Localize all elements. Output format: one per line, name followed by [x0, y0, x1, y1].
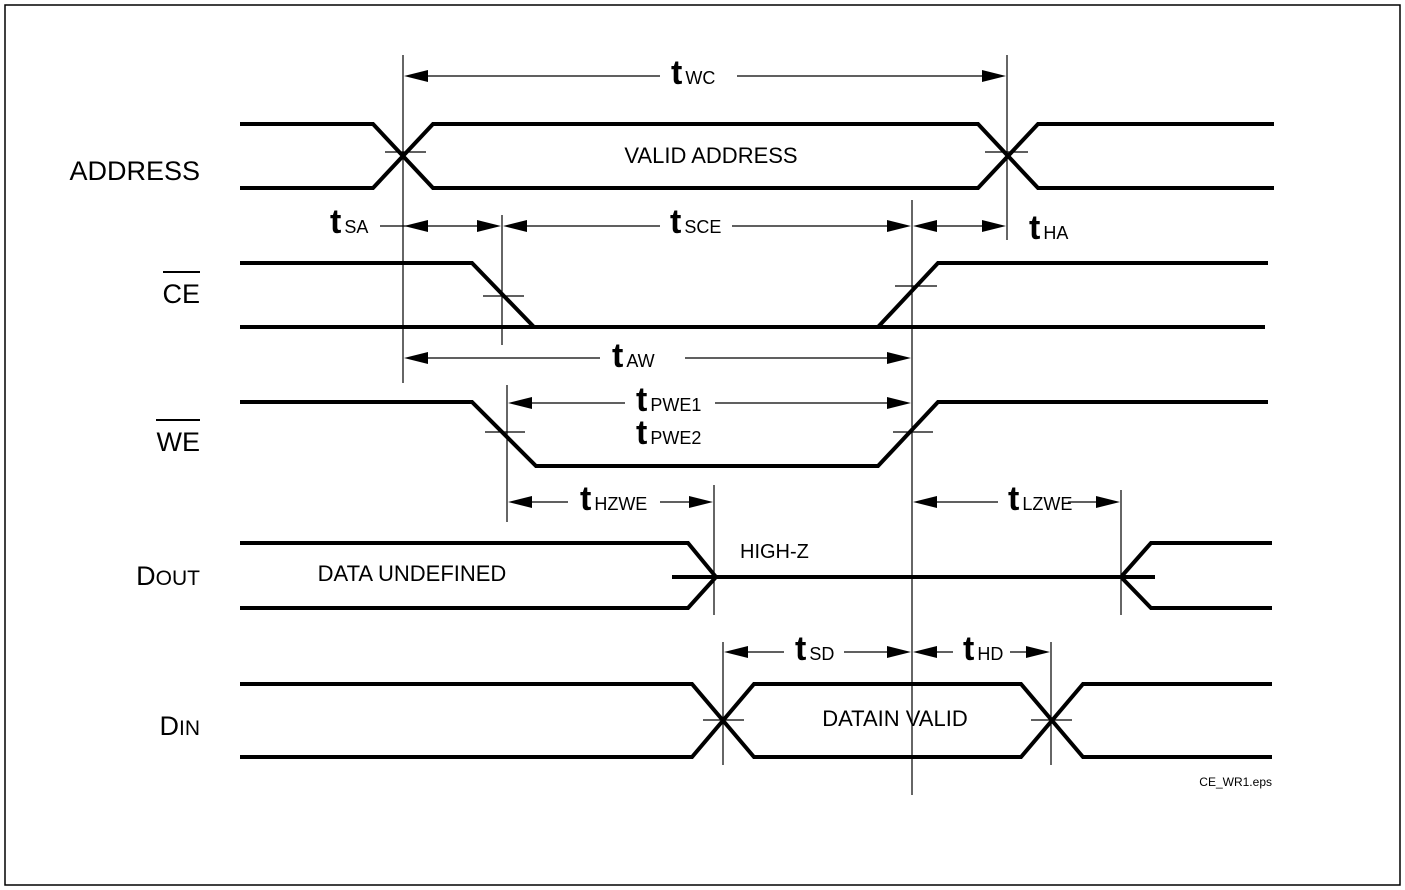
timing-arrow-tsce [503, 220, 911, 232]
timing-arrow-tlzwe [913, 496, 1120, 508]
signal-label-address: ADDRESS [69, 156, 200, 186]
timing-arrow-tha [913, 220, 1006, 232]
diagram-frame [4, 4, 1401, 886]
signal-label-we: WE [157, 427, 201, 457]
high-z-label: HIGH-Z [740, 541, 809, 563]
data-undefined-label: DATA UNDEFINED [318, 561, 507, 586]
address-waveform [240, 122, 1274, 190]
din-waveform [240, 682, 1272, 759]
timing-arrow-taw [404, 352, 911, 364]
timing-arrow-twc [404, 70, 1006, 82]
timing-arrow-tsa [380, 220, 501, 232]
ce-waveform [240, 261, 1268, 329]
signal-label-din: DIN [160, 711, 201, 741]
we-waveform [240, 400, 1268, 468]
timing-arrow-tsd [724, 646, 911, 658]
timing-arrow-tpwe [508, 397, 911, 409]
figure-file-label: CE_WR1.eps [1199, 775, 1272, 789]
dout-waveform [240, 541, 1272, 610]
signal-label-ce: CE [162, 279, 200, 309]
datain-valid-label: DATAIN VALID [822, 706, 967, 731]
signal-label-dout: DOUT [136, 561, 200, 591]
valid-address-label: VALID ADDRESS [624, 143, 797, 168]
timing-arrow-thd [913, 646, 1050, 658]
timing-arrow-thzwe [508, 496, 713, 508]
